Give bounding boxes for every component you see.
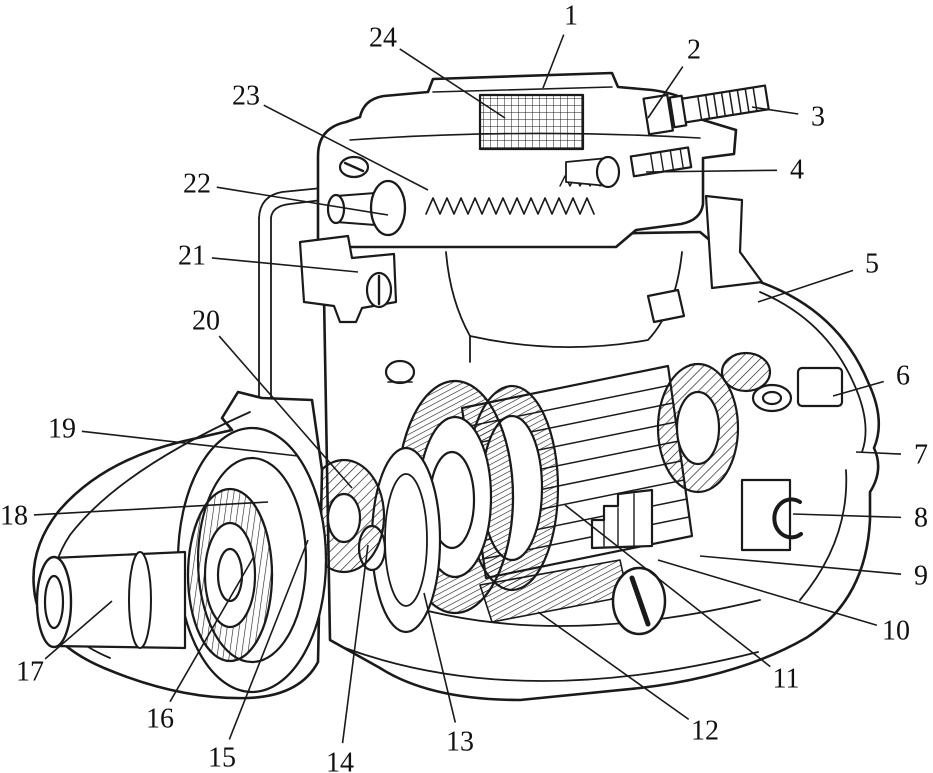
leader-line-1 [542,34,565,89]
drive-end-housing [32,390,328,700]
cover-screw [338,155,370,179]
leader-line-2 [647,66,684,119]
callout-number-21: 21 [178,241,206,272]
machine-artwork [32,71,881,702]
callout-number-24: 24 [369,23,397,54]
leader-line-21 [211,257,359,273]
callout-number-23: 23 [232,81,260,112]
callout-number-8: 8 [914,503,928,534]
leader-line-4 [645,169,778,173]
leader-line-11 [564,504,771,668]
solenoid-plunger [326,179,407,237]
leader-line-7 [855,451,902,455]
screw-plug [611,566,667,636]
solenoid-assembly [316,71,770,249]
output-shaft [35,550,187,650]
leader-line-12 [537,611,690,721]
leader-line-14 [341,544,369,744]
leader-line-3 [751,106,799,115]
callout-number-11: 11 [773,664,800,695]
callout-number-3: 3 [811,102,825,133]
callout-number-1: 1 [564,1,578,32]
pinion-gear [186,487,274,663]
callout-number-7: 7 [914,440,928,471]
mount-bracket-left [298,234,398,324]
mount-bracket-right [704,194,764,290]
leader-line-5 [757,269,854,303]
leader-line-24 [399,48,506,119]
callout-number-12: 12 [691,716,719,747]
leader-line-9 [699,555,902,575]
leader-line-23 [263,104,429,191]
callout-number-9: 9 [914,561,928,592]
callout-number-10: 10 [882,616,910,647]
return-spring [425,197,595,215]
callout-number-22: 22 [183,169,211,200]
c-clip [772,497,803,540]
yoke-seams [344,251,867,682]
leader-line-10 [657,559,878,627]
leader-line-15 [228,539,309,740]
leader-line-17 [44,600,113,660]
callout-number-19: 19 [48,414,76,445]
brush-end-parts [740,366,844,552]
contact-block [478,93,585,151]
callout-number-18: 18 [0,501,28,532]
callout-number-14: 14 [326,748,354,773]
callout-number-4: 4 [790,155,804,186]
pole-shoe [590,488,654,550]
field-frame-tab [646,288,686,324]
leader-line-18 [33,501,269,516]
pivot-bolt [384,359,416,385]
leader-line-20 [218,335,353,489]
leader-line-13 [423,592,457,723]
callout-number-6: 6 [896,361,910,392]
leader-line-22 [216,186,389,216]
callout-number-17: 17 [16,657,44,688]
callout-number-16: 16 [146,704,174,735]
callout-number-5: 5 [865,249,879,280]
callout-number-2: 2 [687,35,701,66]
leader-line-16 [169,557,254,703]
callout-number-20: 20 [192,306,220,337]
callout-number-15: 15 [208,743,236,773]
callout-number-13: 13 [446,727,474,758]
moving-contact [565,155,621,189]
leader-line-8 [792,513,902,519]
leader-line-19 [81,430,299,457]
field-coil [656,351,772,494]
leader-line-6 [832,380,884,397]
